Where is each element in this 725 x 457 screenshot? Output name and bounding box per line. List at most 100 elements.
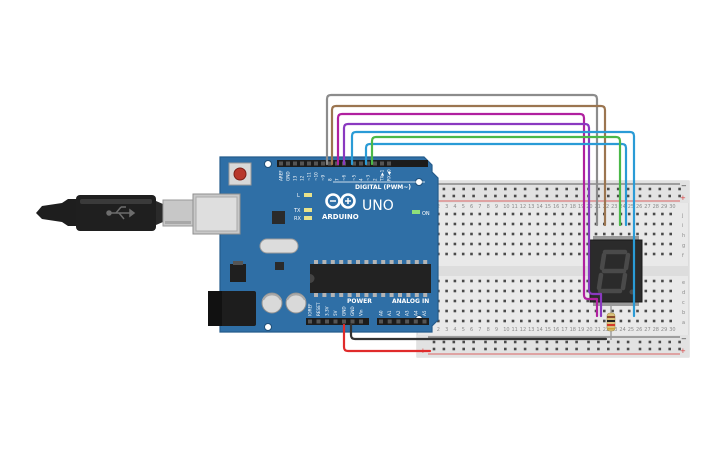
breadboard-hole[interactable] bbox=[652, 279, 656, 283]
breadboard-hole[interactable] bbox=[586, 232, 589, 236]
rail-hole[interactable] bbox=[472, 347, 475, 351]
rail-hole[interactable] bbox=[523, 187, 527, 191]
breadboard-hole[interactable] bbox=[511, 279, 515, 283]
rail-hole[interactable] bbox=[432, 340, 436, 344]
rail-hole[interactable] bbox=[597, 194, 600, 198]
breadboard-hole[interactable] bbox=[536, 252, 540, 256]
breadboard-hole[interactable] bbox=[461, 222, 465, 226]
breadboard-hole[interactable] bbox=[520, 212, 523, 216]
breadboard-hole[interactable] bbox=[578, 319, 581, 323]
breadboard-hole[interactable] bbox=[445, 252, 448, 256]
breadboard-hole[interactable] bbox=[486, 289, 490, 293]
wire-pin12-gray[interactable] bbox=[325, 93, 599, 227]
rail-hole[interactable] bbox=[616, 347, 620, 351]
breadboard-hole[interactable] bbox=[569, 232, 573, 236]
breadboard-hole[interactable] bbox=[461, 279, 465, 283]
breadboard-hole[interactable] bbox=[636, 319, 639, 323]
breadboard-hole[interactable] bbox=[561, 299, 565, 303]
rail-hole[interactable] bbox=[442, 340, 446, 344]
breadboard-hole[interactable] bbox=[661, 232, 664, 236]
breadboard-hole[interactable] bbox=[520, 299, 523, 303]
breadboard-hole[interactable] bbox=[478, 309, 482, 313]
rail-hole[interactable] bbox=[555, 187, 559, 191]
breadboard-hole[interactable] bbox=[586, 289, 589, 293]
breadboard-hole[interactable] bbox=[669, 319, 672, 323]
breadboard-hole[interactable] bbox=[503, 289, 506, 293]
breadboard-hole[interactable] bbox=[569, 212, 573, 216]
breadboard-hole[interactable] bbox=[569, 309, 573, 313]
breadboard-hole[interactable] bbox=[544, 252, 548, 256]
rail-hole[interactable] bbox=[575, 340, 578, 344]
breadboard-hole[interactable] bbox=[553, 242, 556, 246]
breadboard-hole[interactable] bbox=[503, 242, 506, 246]
rail-hole[interactable] bbox=[575, 187, 578, 191]
breadboard-hole[interactable] bbox=[461, 242, 465, 246]
breadboard-hole[interactable] bbox=[569, 319, 573, 323]
rail-hole[interactable] bbox=[565, 340, 568, 344]
breadboard-hole[interactable] bbox=[470, 242, 473, 246]
rail-hole[interactable] bbox=[494, 347, 497, 351]
rail-hole[interactable] bbox=[678, 347, 681, 351]
rail-hole[interactable] bbox=[555, 347, 559, 351]
breadboard-hole[interactable] bbox=[437, 319, 440, 323]
breadboard-hole[interactable] bbox=[578, 222, 581, 226]
breadboard-hole[interactable] bbox=[486, 252, 490, 256]
header-pin-socket[interactable] bbox=[396, 319, 401, 324]
breadboard-hole[interactable] bbox=[528, 212, 531, 216]
breadboard-hole[interactable] bbox=[544, 319, 548, 323]
analog-header[interactable] bbox=[377, 318, 429, 325]
header-pin-socket[interactable] bbox=[359, 161, 363, 166]
breadboard-hole[interactable] bbox=[511, 242, 515, 246]
breadboard-hole[interactable] bbox=[486, 212, 490, 216]
rail-hole[interactable] bbox=[452, 340, 456, 344]
header-pin-socket[interactable] bbox=[387, 319, 392, 324]
breadboard-hole[interactable] bbox=[603, 309, 606, 313]
breadboard-hole[interactable] bbox=[669, 252, 672, 256]
breadboard-hole[interactable] bbox=[611, 222, 614, 226]
wire-pin8-teal[interactable] bbox=[350, 130, 636, 318]
breadboard-hole[interactable] bbox=[445, 232, 448, 236]
breadboard-hole[interactable] bbox=[669, 242, 672, 246]
rail-hole[interactable] bbox=[638, 347, 642, 351]
breadboard-hole[interactable] bbox=[578, 279, 581, 283]
header-pin-socket[interactable] bbox=[307, 161, 311, 166]
breadboard-hole[interactable] bbox=[495, 309, 498, 313]
header-pin-socket[interactable] bbox=[413, 319, 418, 324]
rail-hole[interactable] bbox=[658, 340, 662, 344]
breadboard-hole[interactable] bbox=[544, 299, 548, 303]
breadboard-hole[interactable] bbox=[528, 232, 531, 236]
rail-hole[interactable] bbox=[668, 187, 671, 191]
breadboard-hole[interactable] bbox=[495, 232, 498, 236]
breadboard-hole[interactable] bbox=[445, 319, 448, 323]
rail-hole[interactable] bbox=[555, 194, 559, 198]
header-pin-socket[interactable] bbox=[333, 319, 338, 324]
breadboard-hole[interactable] bbox=[445, 212, 448, 216]
header-pin-socket[interactable] bbox=[300, 161, 304, 166]
wires[interactable] bbox=[325, 93, 636, 353]
breadboard-hole[interactable] bbox=[511, 212, 515, 216]
breadboard-hole[interactable] bbox=[644, 279, 648, 283]
breadboard-hole[interactable] bbox=[644, 212, 648, 216]
analog-header-holes[interactable] bbox=[379, 319, 427, 324]
digital-header-holes[interactable] bbox=[279, 161, 391, 166]
breadboard-hole[interactable] bbox=[669, 222, 672, 226]
reset-button[interactable] bbox=[233, 167, 247, 181]
breadboard-hole[interactable] bbox=[627, 309, 631, 313]
breadboard-hole[interactable] bbox=[486, 299, 490, 303]
breadboard-hole[interactable] bbox=[520, 252, 523, 256]
breadboard-hole[interactable] bbox=[561, 212, 565, 216]
breadboard-hole[interactable] bbox=[528, 222, 531, 226]
breadboard-hole[interactable] bbox=[495, 289, 498, 293]
header-pin-socket[interactable] bbox=[359, 319, 363, 324]
header-pin-socket[interactable] bbox=[308, 319, 312, 324]
rail-hole[interactable] bbox=[472, 340, 475, 344]
breadboard-hole[interactable] bbox=[495, 222, 498, 226]
wire-pin9-purple[interactable] bbox=[342, 122, 603, 318]
breadboard-hole[interactable] bbox=[652, 212, 656, 216]
breadboard-hole[interactable] bbox=[578, 242, 581, 246]
header-pin-socket[interactable] bbox=[279, 161, 283, 166]
breadboard-hole[interactable] bbox=[536, 319, 540, 323]
rail-hole[interactable] bbox=[472, 187, 475, 191]
breadboard-hole[interactable] bbox=[661, 319, 664, 323]
